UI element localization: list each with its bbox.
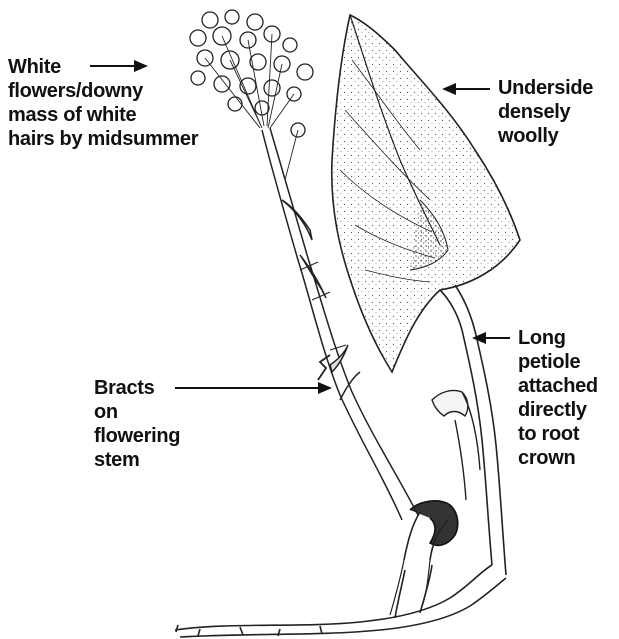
label-bracts-line-4: stem	[94, 448, 180, 472]
label-flowers: White flowers/downy mass of white hairs …	[8, 55, 198, 151]
label-underside: Underside densely woolly	[498, 76, 593, 148]
label-flowers-line-2: flowers/downy	[8, 79, 198, 103]
young-leaf	[432, 390, 480, 500]
label-underside-line-2: densely	[498, 100, 593, 124]
label-bracts: Bracts on flowering stem	[94, 376, 180, 472]
label-petiole-line-5: to root	[518, 422, 598, 446]
label-bracts-line-3: flowering	[94, 424, 180, 448]
label-bracts-line-2: on	[94, 400, 180, 424]
label-petiole-line-3: attached	[518, 374, 598, 398]
flower-cluster	[190, 10, 313, 180]
label-underside-line-3: woolly	[498, 124, 593, 148]
label-petiole-line-4: directly	[518, 398, 598, 422]
label-petiole-line-1: Long	[518, 326, 598, 350]
root-crown	[175, 501, 506, 637]
large-leaf	[332, 15, 520, 575]
label-petiole-line-2: petiole	[518, 350, 598, 374]
label-petiole-line-6: crown	[518, 446, 598, 470]
label-flowers-line-3: mass of white	[8, 103, 198, 127]
label-flowers-line-1: White	[8, 55, 198, 79]
label-petiole: Long petiole attached directly to root c…	[518, 326, 598, 470]
label-bracts-line-1: Bracts	[94, 376, 180, 400]
label-underside-line-1: Underside	[498, 76, 593, 100]
label-flowers-line-4: hairs by midsummer	[8, 127, 198, 151]
